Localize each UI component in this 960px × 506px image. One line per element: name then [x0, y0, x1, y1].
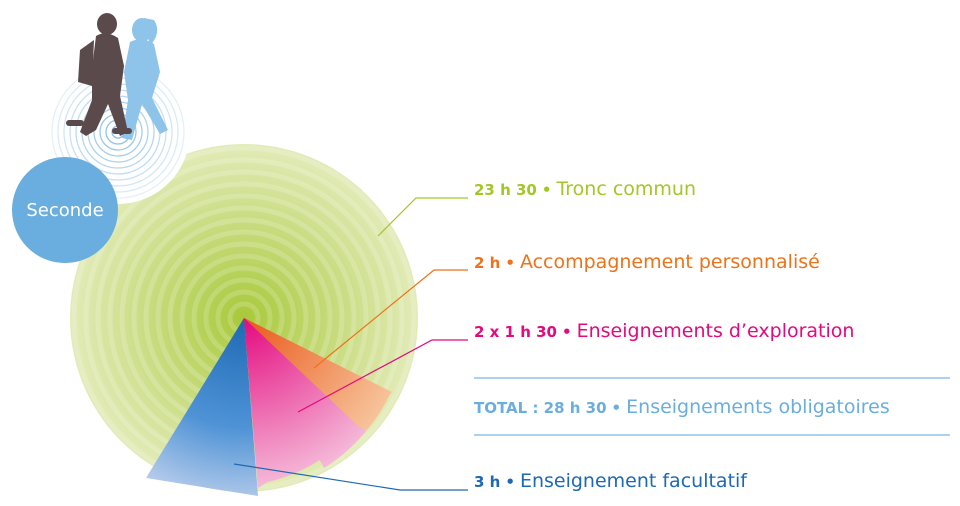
tronc-commun-label: 23 h 30 • Tronc commun	[474, 178, 696, 200]
facultatif-leader-line	[233, 463, 468, 491]
grade-badge: Seconde	[12, 157, 118, 263]
tronc-commun-separator: •	[541, 181, 552, 199]
exploration-leader-line	[297, 339, 468, 413]
accompagnement-label: 2 h • Accompagnement personnalisé	[474, 251, 820, 273]
grade-label: Seconde	[26, 199, 104, 221]
light-person-silhouette	[122, 18, 168, 140]
facultatif-amount: 3 h	[474, 473, 501, 491]
accompagnement-separator: •	[505, 254, 515, 272]
accompagnement-leader-line	[313, 269, 468, 369]
total-name: Enseignements obligatoires	[626, 396, 890, 418]
exploration-amount: 2 x 1 h 30	[474, 323, 557, 341]
exploration-wedge-top	[244, 318, 358, 488]
tronc-commun-name: Tronc commun	[556, 178, 696, 200]
total-amount: TOTAL : 28 h 30	[474, 399, 607, 417]
accompagnement-amount: 2 h	[474, 254, 501, 272]
facultatif-name: Enseignement facultatif	[519, 470, 747, 492]
exploration-separator: •	[562, 323, 572, 341]
accompagnement-name: Accompagnement personnalisé	[519, 251, 820, 273]
total-separator: •	[611, 399, 622, 417]
exploration-label: 2 x 1 h 30 • Enseignements d’exploration	[474, 320, 854, 342]
facultatif-wedge	[146, 318, 258, 496]
facultatif-label: 3 h • Enseignement facultatif	[474, 470, 747, 492]
dark-person-silhouette	[66, 13, 132, 136]
total-label: TOTAL : 28 h 30 • Enseignements obligato…	[474, 396, 890, 418]
tronc-commun-amount: 23 h 30	[474, 181, 537, 199]
exploration-name: Enseignements d’exploration	[576, 320, 855, 342]
accompagnement-wedge-top	[244, 318, 392, 428]
tronc-leader-line	[377, 197, 468, 237]
facultatif-separator: •	[505, 473, 515, 491]
